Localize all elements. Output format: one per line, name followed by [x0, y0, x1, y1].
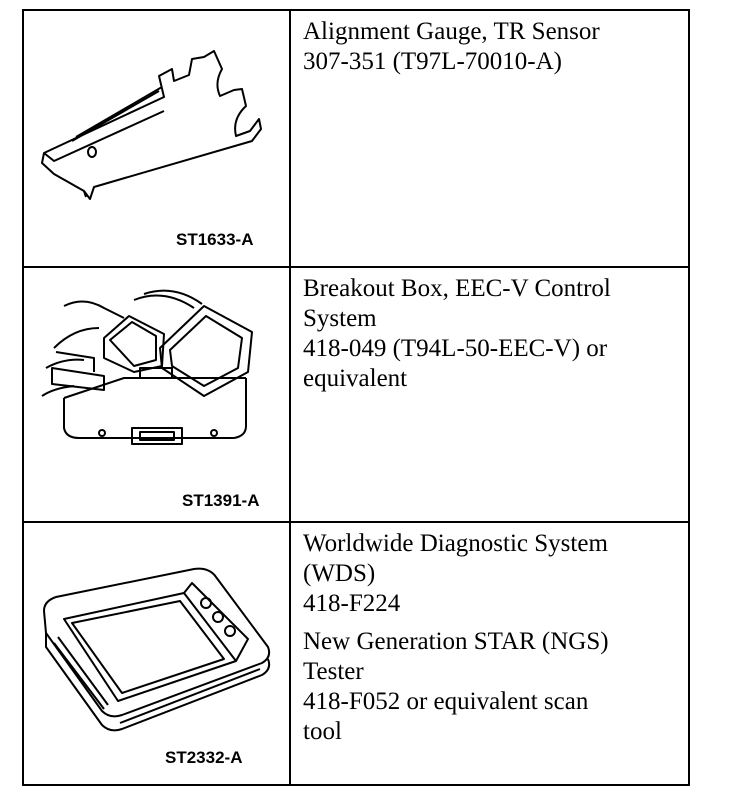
tool-description: Breakout Box, EEC-V Control System 418-0… [289, 266, 690, 523]
description-line: Breakout Box, EEC-V Control [303, 275, 611, 302]
description-line: tool [303, 718, 342, 745]
figure-id: ST1633-A [176, 230, 254, 249]
tool-image-cell: ST1633-A [22, 9, 291, 268]
figure-id: ST1391-A [182, 491, 260, 510]
table-row: ST2332-A Worldwide Diagnostic System (WD… [22, 521, 690, 786]
description-line: 418-F224 [303, 590, 401, 617]
figure-id: ST2332-A [165, 748, 243, 767]
description-line: New Generation STAR (NGS) [303, 628, 609, 655]
description-line: 307-351 (T97L-70010-A) [303, 48, 562, 75]
alignment-gauge-illustration [41, 50, 262, 200]
description-line: (WDS) [303, 560, 376, 587]
tool-description: Alignment Gauge, TR Sensor 307-351 (T97L… [289, 9, 690, 268]
tool-image-cell: ST1391-A [22, 266, 291, 523]
table-row: ST1391-A Breakout Box, EEC-V Control Sys… [22, 266, 690, 523]
description-line: 418-F052 or equivalent scan [303, 688, 589, 715]
table-row: ST1633-A Alignment Gauge, TR Sensor 307-… [22, 9, 690, 268]
description-line: System [303, 305, 377, 332]
tool-description: Worldwide Diagnostic System (WDS) 418-F2… [289, 521, 690, 786]
description-line: Alignment Gauge, TR Sensor [303, 18, 600, 45]
tool-image-cell: ST2332-A [22, 521, 291, 786]
description-line: equivalent [303, 365, 408, 392]
breakout-box-illustration [41, 289, 253, 445]
description-line: Tester [303, 658, 364, 685]
special-tools-table: ST1633-A Alignment Gauge, TR Sensor 307-… [22, 9, 690, 786]
diagnostic-tester-illustration [43, 567, 271, 732]
description-line: 418-049 (T94L-50-EEC-V) or [303, 335, 608, 362]
description-line: Worldwide Diagnostic System [303, 530, 608, 557]
